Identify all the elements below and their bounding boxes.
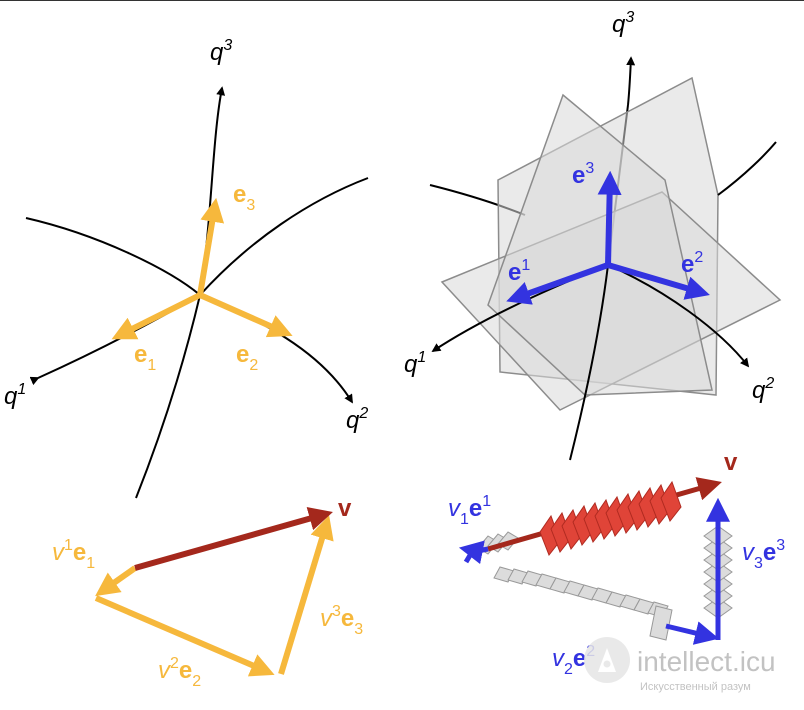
q3-label: q3 xyxy=(210,37,232,66)
result-vector-arrow xyxy=(134,507,333,571)
top-border xyxy=(0,0,804,1)
plane-q1-q3 xyxy=(487,93,713,396)
component-3-label: v3e3 xyxy=(320,603,363,638)
component-1-arrowhead-line xyxy=(458,540,485,565)
q3-axis-upper xyxy=(626,56,636,106)
q2-curve xyxy=(199,294,353,404)
contravariant-basis-panel: q3 q1 q2 e3 e1 e2 xyxy=(404,9,782,461)
e1-covariant-label: e1 xyxy=(134,341,156,374)
covariant-decomposition-panel: v v1e1 v2e2 v3e3 xyxy=(52,495,363,690)
covariant-basis-panel: q3 q1 q2 e3 e1 e2 xyxy=(4,37,369,499)
component-1-label: v1e1 xyxy=(448,493,491,528)
surface-line-right xyxy=(717,141,777,196)
watermark-tagline: Искусственный разум xyxy=(640,681,751,693)
e2-contravariant-label: e2 xyxy=(681,249,703,278)
result-vector-label: v xyxy=(724,449,738,476)
surface-line-down xyxy=(569,264,609,461)
e2-contravariant-arrow xyxy=(607,262,710,300)
e3-covariant-label: e3 xyxy=(233,181,255,214)
component-2-arrow xyxy=(665,621,720,645)
watermark-brand: intellect.icu xyxy=(637,646,776,677)
result-vector-label: v xyxy=(338,495,352,522)
e2-covariant-arrow xyxy=(198,292,293,338)
gray-plane-stack-v2 xyxy=(493,566,673,641)
q3-label: q3 xyxy=(612,9,634,38)
surface-line-2 xyxy=(135,294,201,499)
watermark-logo-icon xyxy=(584,637,630,683)
e3-contravariant-arrow xyxy=(597,170,622,266)
q2-axis xyxy=(607,264,750,368)
red-plane-stack-v xyxy=(539,480,682,556)
e3-contravariant-label: e3 xyxy=(572,160,594,189)
surface-line-1 xyxy=(25,177,369,297)
e1-contravariant-arrow xyxy=(506,262,610,305)
component-3-arrow xyxy=(278,515,334,675)
e1-contravariant-label: e1 xyxy=(508,257,530,286)
q1-label: q1 xyxy=(4,381,26,410)
watermark: intellect.icu Искусственный разум xyxy=(584,637,776,693)
stack-plane xyxy=(660,480,682,522)
e1-covariant-arrow xyxy=(111,292,202,340)
component-1-label: v1e1 xyxy=(52,537,95,572)
q1-label: q1 xyxy=(404,349,426,378)
component-2-arrow xyxy=(94,595,275,677)
e3-covariant-arrow xyxy=(197,197,225,296)
stack-plane xyxy=(649,605,673,641)
q2-label: q2 xyxy=(346,405,368,434)
component-1-arrow xyxy=(95,565,137,597)
e2-covariant-label: e2 xyxy=(236,341,258,374)
q2-label: q2 xyxy=(752,375,774,404)
component-2-label: v2e2 xyxy=(158,655,201,690)
component-3-label: v3e3 xyxy=(742,537,785,572)
